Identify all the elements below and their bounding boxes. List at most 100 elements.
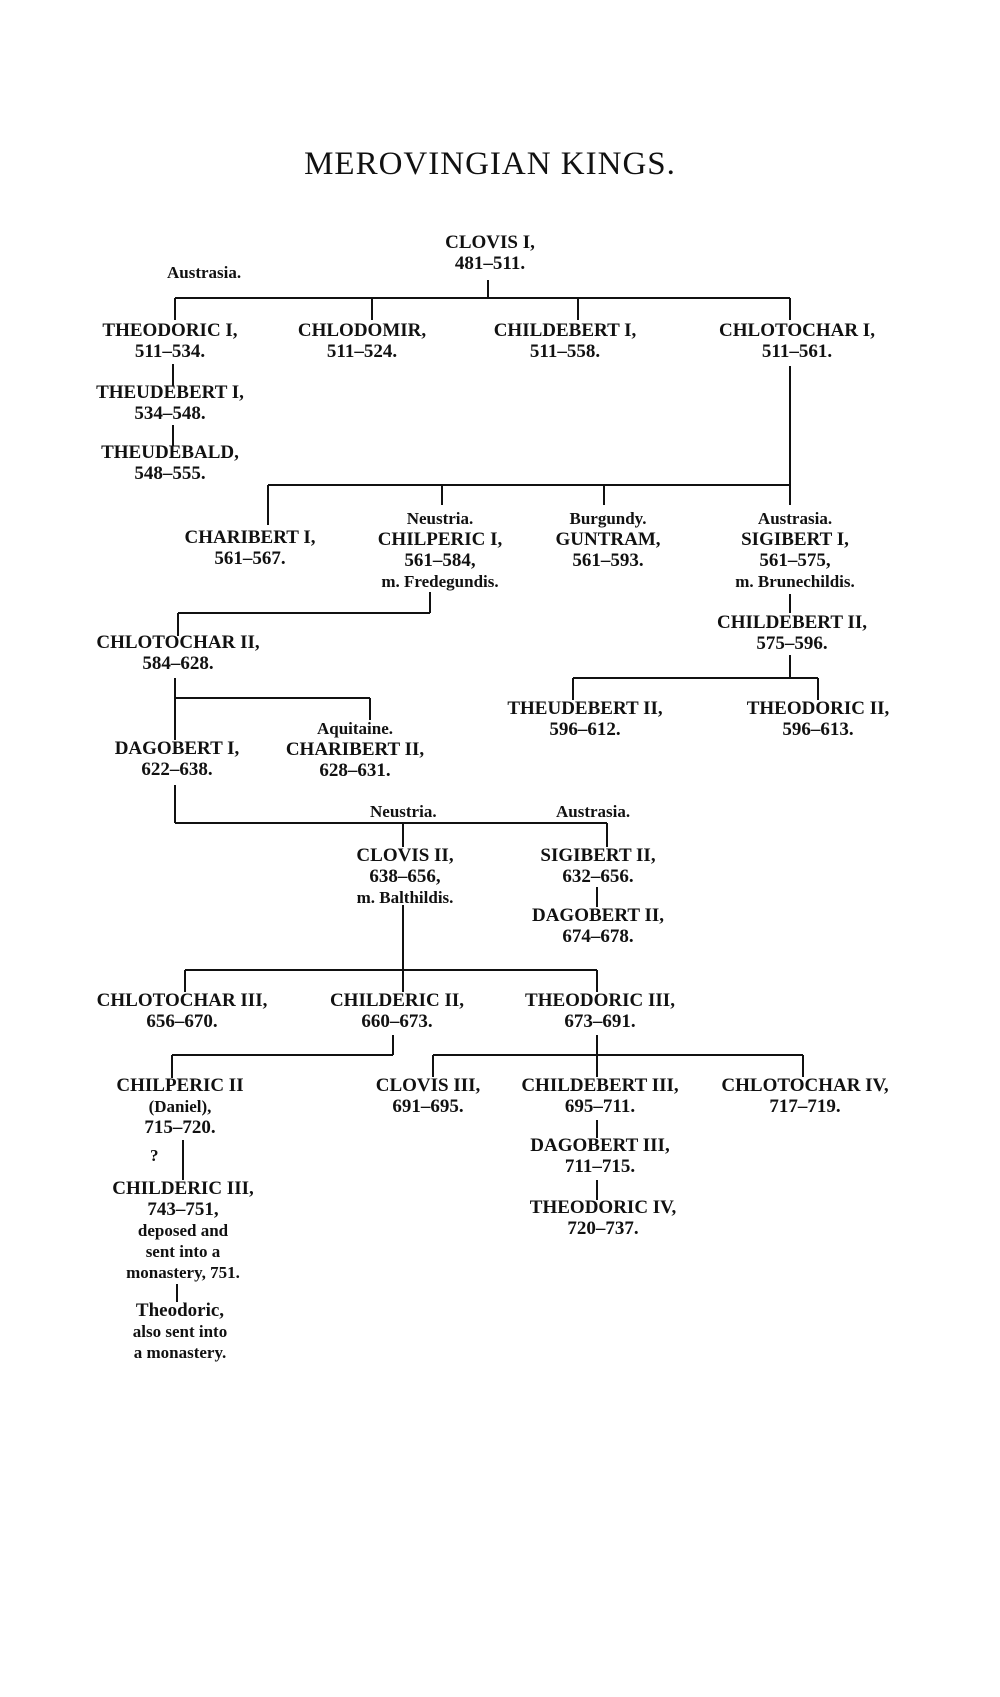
king-node-theodoric3: THEODORIC III,673–691. <box>460 990 740 1032</box>
king-node-charibert2: Aquitaine.CHARIBERT II,628–631. <box>215 718 495 781</box>
king-name: CHARIBERT I, <box>184 527 316 548</box>
reign-dates: 511–534. <box>134 341 206 362</box>
king-node-chlotochar2: CHLOTOCHAR II,584–628. <box>38 632 318 674</box>
king-node-childeric3: CHILDERIC III,743–751,deposed and sent in… <box>43 1178 323 1283</box>
king-node-theodoric1: THEODORIC I,511–534. <box>30 320 310 362</box>
king-name: CHLODOMIR, <box>297 320 427 341</box>
reign-dates: 628–631. <box>319 760 391 781</box>
reign-dates: 575–596. <box>756 633 828 654</box>
king-node-sigibert1: Austrasia.SIGIBERT I,561–575,m. Brunechi… <box>655 508 935 592</box>
reign-dates: 511–558. <box>529 341 601 362</box>
king-node-clovis1: CLOVIS I,481–511. <box>350 232 630 274</box>
reign-dates: 656–670. <box>146 1011 218 1032</box>
reign-dates: 561–593. <box>572 550 644 571</box>
reign-dates: 511–524. <box>326 341 398 362</box>
king-node-chlotochar4: CHLOTOCHAR IV,717–719. <box>665 1075 945 1117</box>
reign-dates: 715–720. <box>144 1117 216 1138</box>
reign-dates: 674–678. <box>562 926 634 947</box>
region-label-austrasia: Austrasia. <box>556 802 631 821</box>
uncertain-mark: ? <box>150 1146 159 1165</box>
reign-dates: 561–575, <box>759 550 831 571</box>
king-name: CHARIBERT II, <box>285 739 425 760</box>
king-node-chlodomir: CHLODOMIR,511–524. <box>222 320 502 362</box>
reign-dates: 743–751, <box>147 1199 219 1220</box>
king-node-theodoric2: THEODORIC II,596–613. <box>678 698 958 740</box>
king-name: CLOVIS I, <box>445 232 535 253</box>
reign-dates: 596–613. <box>782 719 854 740</box>
reign-dates: 561–567. <box>214 548 286 569</box>
reign-dates: 534–548. <box>134 403 206 424</box>
reign-dates: 691–695. <box>392 1096 464 1117</box>
reign-dates: 695–711. <box>564 1096 636 1117</box>
reign-dates: 548–555. <box>134 463 206 484</box>
king-node-theudebert1: THEUDEBERT I,534–548. <box>30 382 310 424</box>
king-name: THEUDEBERT I, <box>96 382 244 403</box>
king-note: m. Fredegundis. <box>381 572 499 591</box>
king-name: CHILDEBERT II, <box>717 612 867 633</box>
king-name: THEUDEBERT II, <box>507 698 663 719</box>
reign-dates: 632–656. <box>562 866 634 887</box>
king-name: Theodoric, <box>135 1300 225 1321</box>
king-epithet: (Daniel), <box>148 1097 212 1116</box>
king-node-dagobert3: DAGOBERT III,711–715. <box>460 1135 740 1177</box>
reign-dates: 561–584, <box>404 550 476 571</box>
king-node-theodoric4: THEODORIC IV,720–737. <box>463 1197 743 1239</box>
king-node-chilperic1: Neustria.CHILPERIC I,561–584,m. Fredegun… <box>300 508 580 592</box>
king-note: monastery, 751. <box>126 1263 240 1282</box>
king-node-charibert1: CHARIBERT I,561–567. <box>110 527 390 569</box>
king-note: sent into a <box>145 1242 221 1261</box>
king-note: deposed and <box>137 1221 229 1240</box>
region-label-austrasia: Austrasia. <box>167 263 242 282</box>
king-node-dagobert2: DAGOBERT II,674–678. <box>458 905 738 947</box>
reign-dates: 584–628. <box>142 653 214 674</box>
king-name: THEODORIC IV, <box>529 1197 677 1218</box>
king-node-chilperic2: CHILPERIC II(Daniel),715–720. <box>40 1075 320 1138</box>
king-name: SIGIBERT II, <box>540 845 656 866</box>
king-name: THEODORIC I, <box>102 320 238 341</box>
king-node-childebert2: CHILDEBERT II,575–596. <box>652 612 932 654</box>
king-node-sigibert2: SIGIBERT II,632–656. <box>458 845 738 887</box>
king-name: CHLOTOCHAR III, <box>96 990 268 1011</box>
region-label-neustria: Neustria. <box>370 802 437 821</box>
king-name: SIGIBERT I, <box>741 529 849 550</box>
king-name: DAGOBERT II, <box>531 905 665 926</box>
king-name: CLOVIS III, <box>375 1075 481 1096</box>
king-name: CLOVIS II, <box>356 845 454 866</box>
reign-dates: 596–612. <box>549 719 621 740</box>
reign-dates: 711–715. <box>564 1156 636 1177</box>
king-node-chlotochar3: CHLOTOCHAR III,656–670. <box>42 990 322 1032</box>
king-name: THEUDEBALD, <box>101 442 239 463</box>
king-name: DAGOBERT III, <box>530 1135 670 1156</box>
king-note: m. Brunechildis. <box>735 572 855 591</box>
region-label: Austrasia. <box>757 509 833 528</box>
king-name: CHILPERIC II <box>116 1075 244 1096</box>
king-name: CHILDERIC II, <box>329 990 465 1011</box>
king-node-childebert3: CHILDEBERT III,695–711. <box>460 1075 740 1117</box>
reign-dates: 673–691. <box>564 1011 636 1032</box>
reign-dates: 511–561. <box>761 341 833 362</box>
king-name: CHILDEBERT I, <box>493 320 637 341</box>
reign-dates: 717–719. <box>769 1096 841 1117</box>
king-name: GUNTRAM, <box>555 529 661 550</box>
king-name: CHLOTOCHAR IV, <box>721 1075 889 1096</box>
king-name: CHILDERIC III, <box>112 1178 254 1199</box>
king-node-dagobert1: DAGOBERT I,622–638. <box>37 738 317 780</box>
king-node-clovis2: CLOVIS II,638–656,m. Balthildis. <box>265 845 545 908</box>
king-name: THEODORIC III, <box>525 990 675 1011</box>
king-name: DAGOBERT I, <box>114 738 240 759</box>
king-name: CHLOTOCHAR II, <box>96 632 260 653</box>
region-label: Neustria. <box>406 509 474 528</box>
reign-dates: 660–673. <box>361 1011 433 1032</box>
king-node-theudebert2: THEUDEBERT II,596–612. <box>445 698 725 740</box>
reign-dates: 638–656, <box>369 866 441 887</box>
king-node-childeric2: CHILDERIC II,660–673. <box>257 990 537 1032</box>
king-name: CHILDEBERT III, <box>521 1075 679 1096</box>
king-note: m. Balthildis. <box>356 888 454 907</box>
king-node-guntram: Burgundy.GUNTRAM,561–593. <box>468 508 748 571</box>
king-note: also sent into <box>132 1322 228 1341</box>
king-node-chlotochar1: CHLOTOCHAR I,511–561. <box>657 320 937 362</box>
king-name: CHILPERIC I, <box>377 529 503 550</box>
page-title: MEROVINGIAN KINGS. <box>304 146 676 182</box>
reign-dates: 481–511. <box>454 253 526 274</box>
